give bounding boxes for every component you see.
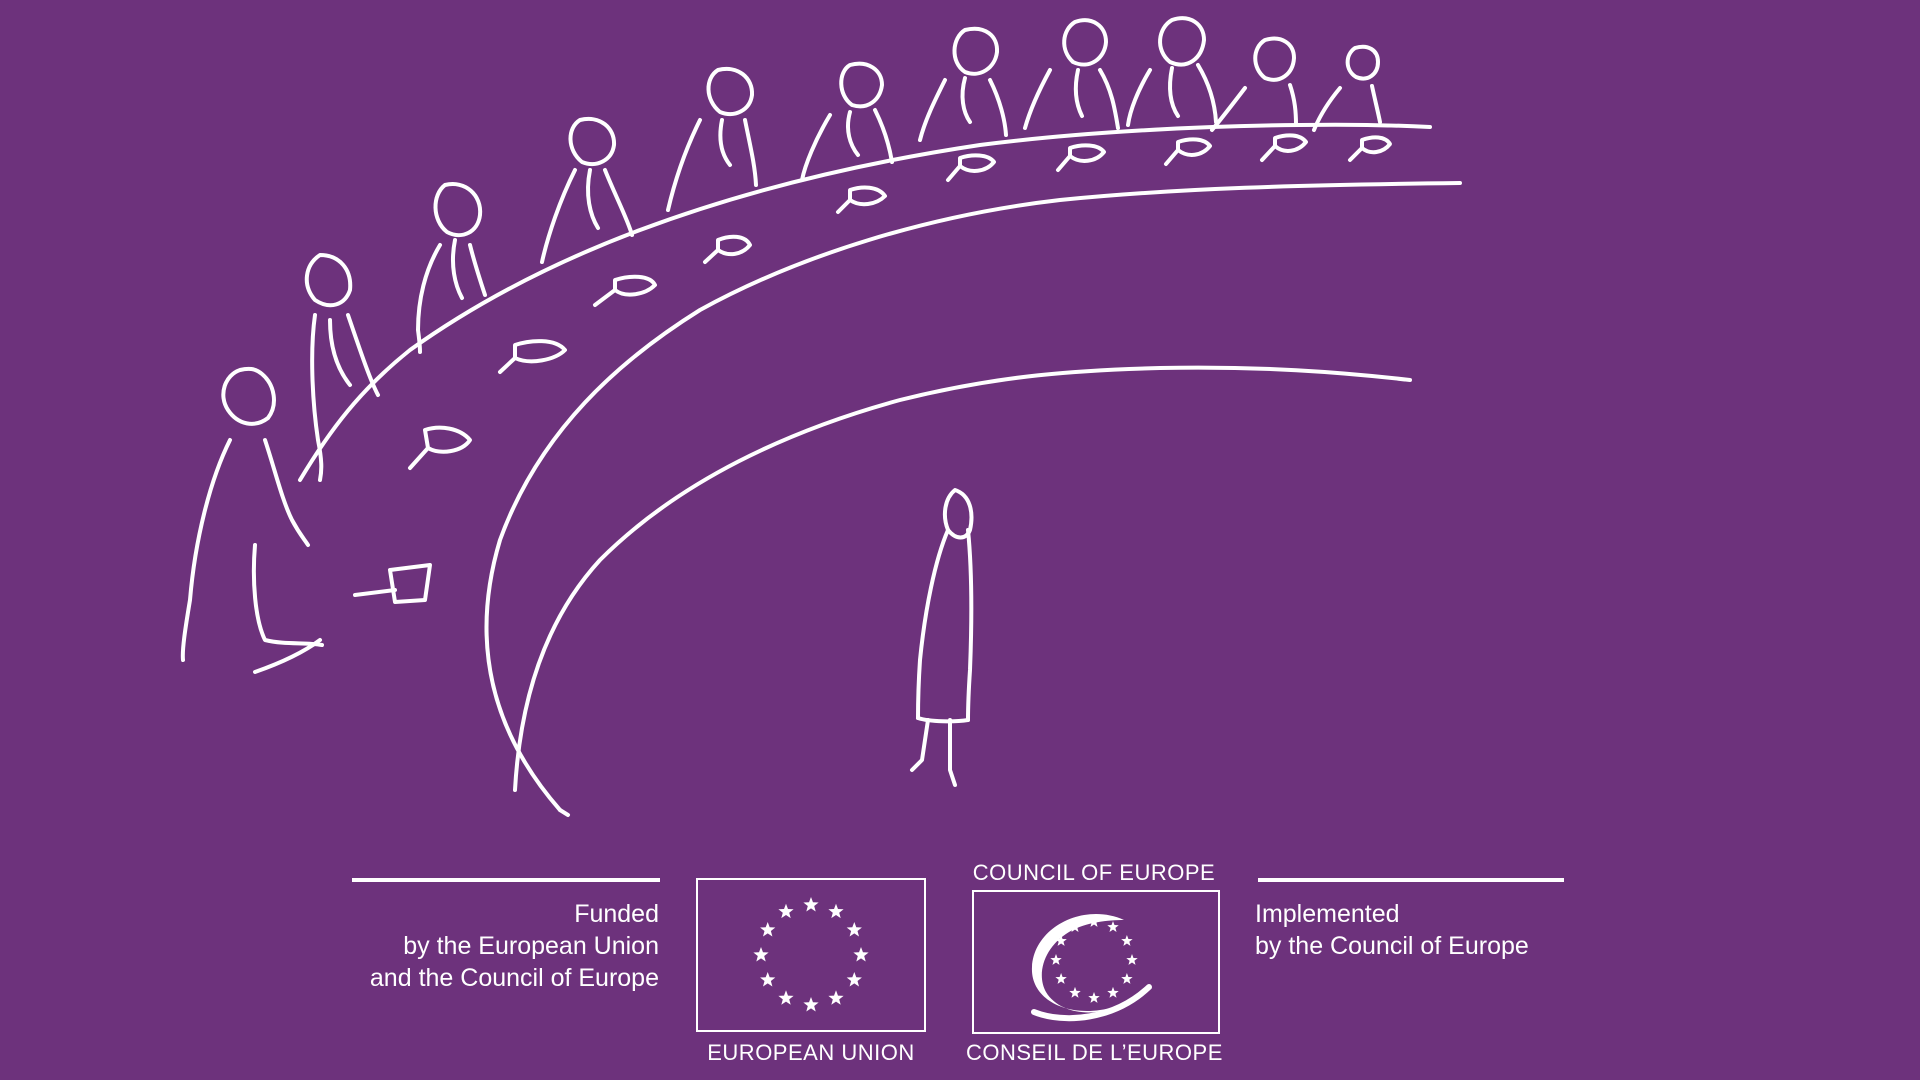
star-icon xyxy=(1107,921,1119,932)
implemented-line-2: by the Council of Europe xyxy=(1255,932,1529,960)
star-icon xyxy=(828,903,844,919)
star-icon xyxy=(846,922,862,937)
eu-logo-label: EUROPEAN UNION xyxy=(707,1040,915,1065)
bench-front-edge xyxy=(484,181,1462,812)
funded-line-2: by the European Union xyxy=(403,932,659,960)
coe-logo-bottom-label: CONSEIL DE L’EUROPE xyxy=(966,1040,1223,1065)
eu-star-ring xyxy=(753,897,869,1012)
star-icon xyxy=(760,972,776,987)
funded-line-3: and the Council of Europe xyxy=(369,964,659,992)
coe-emblem-box xyxy=(972,890,1220,1034)
star-icon xyxy=(1069,921,1081,932)
left-rule xyxy=(352,878,660,882)
coe-logo-top-label: COUNCIL OF EUROPE xyxy=(972,860,1216,885)
eu-flag-stars-icon xyxy=(753,897,869,1012)
star-icon xyxy=(1088,916,1100,927)
implemented-line-1: Implemented xyxy=(1255,900,1400,928)
star-icon xyxy=(1107,986,1119,998)
right-rule xyxy=(1258,878,1564,882)
coe-star-ring xyxy=(1050,916,1138,1003)
star-icon xyxy=(828,990,844,1005)
star-icon xyxy=(1055,935,1067,946)
star-icon xyxy=(803,997,819,1012)
star-icon xyxy=(1121,973,1133,984)
implemented-caption: Implemented by the Council of Europe xyxy=(1255,898,1575,962)
star-icon xyxy=(853,947,869,962)
star-icon xyxy=(1055,973,1067,984)
bench-microphones xyxy=(353,133,1392,604)
star-icon xyxy=(778,990,794,1005)
star-icon xyxy=(753,947,769,962)
floor-curve xyxy=(513,365,1412,792)
star-icon xyxy=(778,903,794,919)
eu-flag-box xyxy=(696,878,926,1032)
star-icon xyxy=(1088,992,1100,1003)
council-of-europe-emblem-icon xyxy=(1031,914,1152,1022)
star-icon xyxy=(1121,935,1133,946)
star-icon xyxy=(1126,954,1138,965)
star-icon xyxy=(1050,954,1062,965)
funded-caption: Funded by the European Union and the Cou… xyxy=(339,898,659,994)
standing-person xyxy=(910,488,974,787)
star-icon xyxy=(803,897,819,912)
bench-top-edge xyxy=(298,122,1432,482)
star-icon xyxy=(846,972,862,987)
star-icon xyxy=(1069,986,1081,998)
star-icon xyxy=(760,922,776,937)
funded-line-1: Funded xyxy=(574,900,659,928)
bench-front-tail xyxy=(558,808,570,817)
judge-figures xyxy=(180,16,1382,674)
